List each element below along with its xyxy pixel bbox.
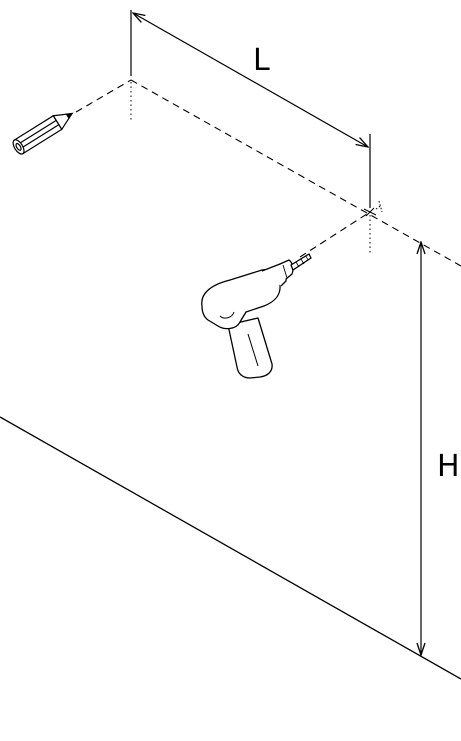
pencil-icon: [12, 112, 74, 155]
length-label: L: [253, 43, 270, 78]
marking-line: [130, 79, 461, 267]
drill-guide-line: [299, 211, 371, 258]
drill-point-mark: [363, 200, 383, 217]
floor-line: [0, 416, 461, 680]
drill-icon: [201, 253, 312, 379]
pencil-guide-line: [75, 79, 132, 113]
height-label: H: [437, 449, 460, 484]
length-dimension-arrow: [133, 13, 368, 147]
